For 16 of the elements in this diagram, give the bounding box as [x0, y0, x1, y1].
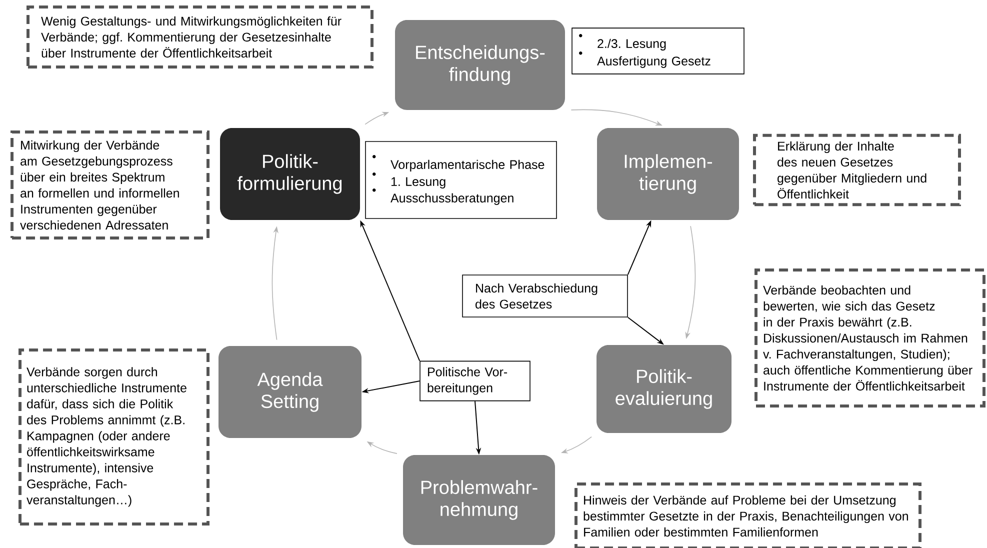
dashed-note-box: Hinweis der Verbände auf Probleme bei der Umsetzung bestimmter Gesetzte in der Praxis, Benachteiligungen von Familien oder bestimmten Familienformen	[574, 482, 922, 548]
stage-box: Entscheidungs- findung	[395, 20, 565, 110]
dashed-note-box: Verbände beobachten und bewerten, wie sich das Gesetz in der Praxis bewährt (z.B. Diskussionen/Austausch im Rahmen v. Fachveranstaltungen, Studien); auch öffentliche Kommentierung über Instrumente der Öffentlichkeitsarbeit	[754, 268, 986, 408]
stage-box: Implemen- tierung	[597, 128, 739, 220]
bullet-list-box: 2./3. Lesung Ausfertigung Gesetz	[572, 28, 744, 74]
bullet-list-box: Vorparlamentarische Phase 1. Lesung Ausschussberatungen	[365, 141, 557, 219]
stage-box: Agenda Setting	[218, 346, 362, 438]
note-box: Nach Verabschiedung des Gesetzes	[462, 274, 628, 318]
dashed-note-box: Mitwirkung der Verbände am Gesetzgebungsprozess über ein breites Spektrum an formellen und informellen Instrumenten gegenüber verschiedenen Adressaten	[10, 130, 210, 240]
stage-box: Problemwahr- nehmung	[403, 455, 555, 545]
note-box: Politische Vor- bereitungen	[420, 360, 530, 402]
stage-box: Politik- formulierung	[220, 128, 360, 220]
stage-box: Politik- evaluierung	[596, 345, 732, 433]
dashed-note-box: Erklärung der Inhalte des neuen Gesetzes gegenüber Mitgliedern und Öffentlichkeit	[753, 134, 961, 206]
dashed-note-box: Wenig Gestaltungs- und Mitwirkungsmöglichkeiten für Verbände; ggf. Kommentierung der Gesetzesinhalte über Instrumente der Öffentlichkeitsarbeit	[26, 6, 374, 68]
dashed-note-box: Verbände sorgen durch unterschiedliche Instrumente dafür, dass sich die Politik des Problems annimmt (z.B. Kampagnen (oder andere öffentlichkeitswirksame Instrumente), intensive Gespräche, Fach- veranstaltungen…)	[18, 348, 210, 526]
